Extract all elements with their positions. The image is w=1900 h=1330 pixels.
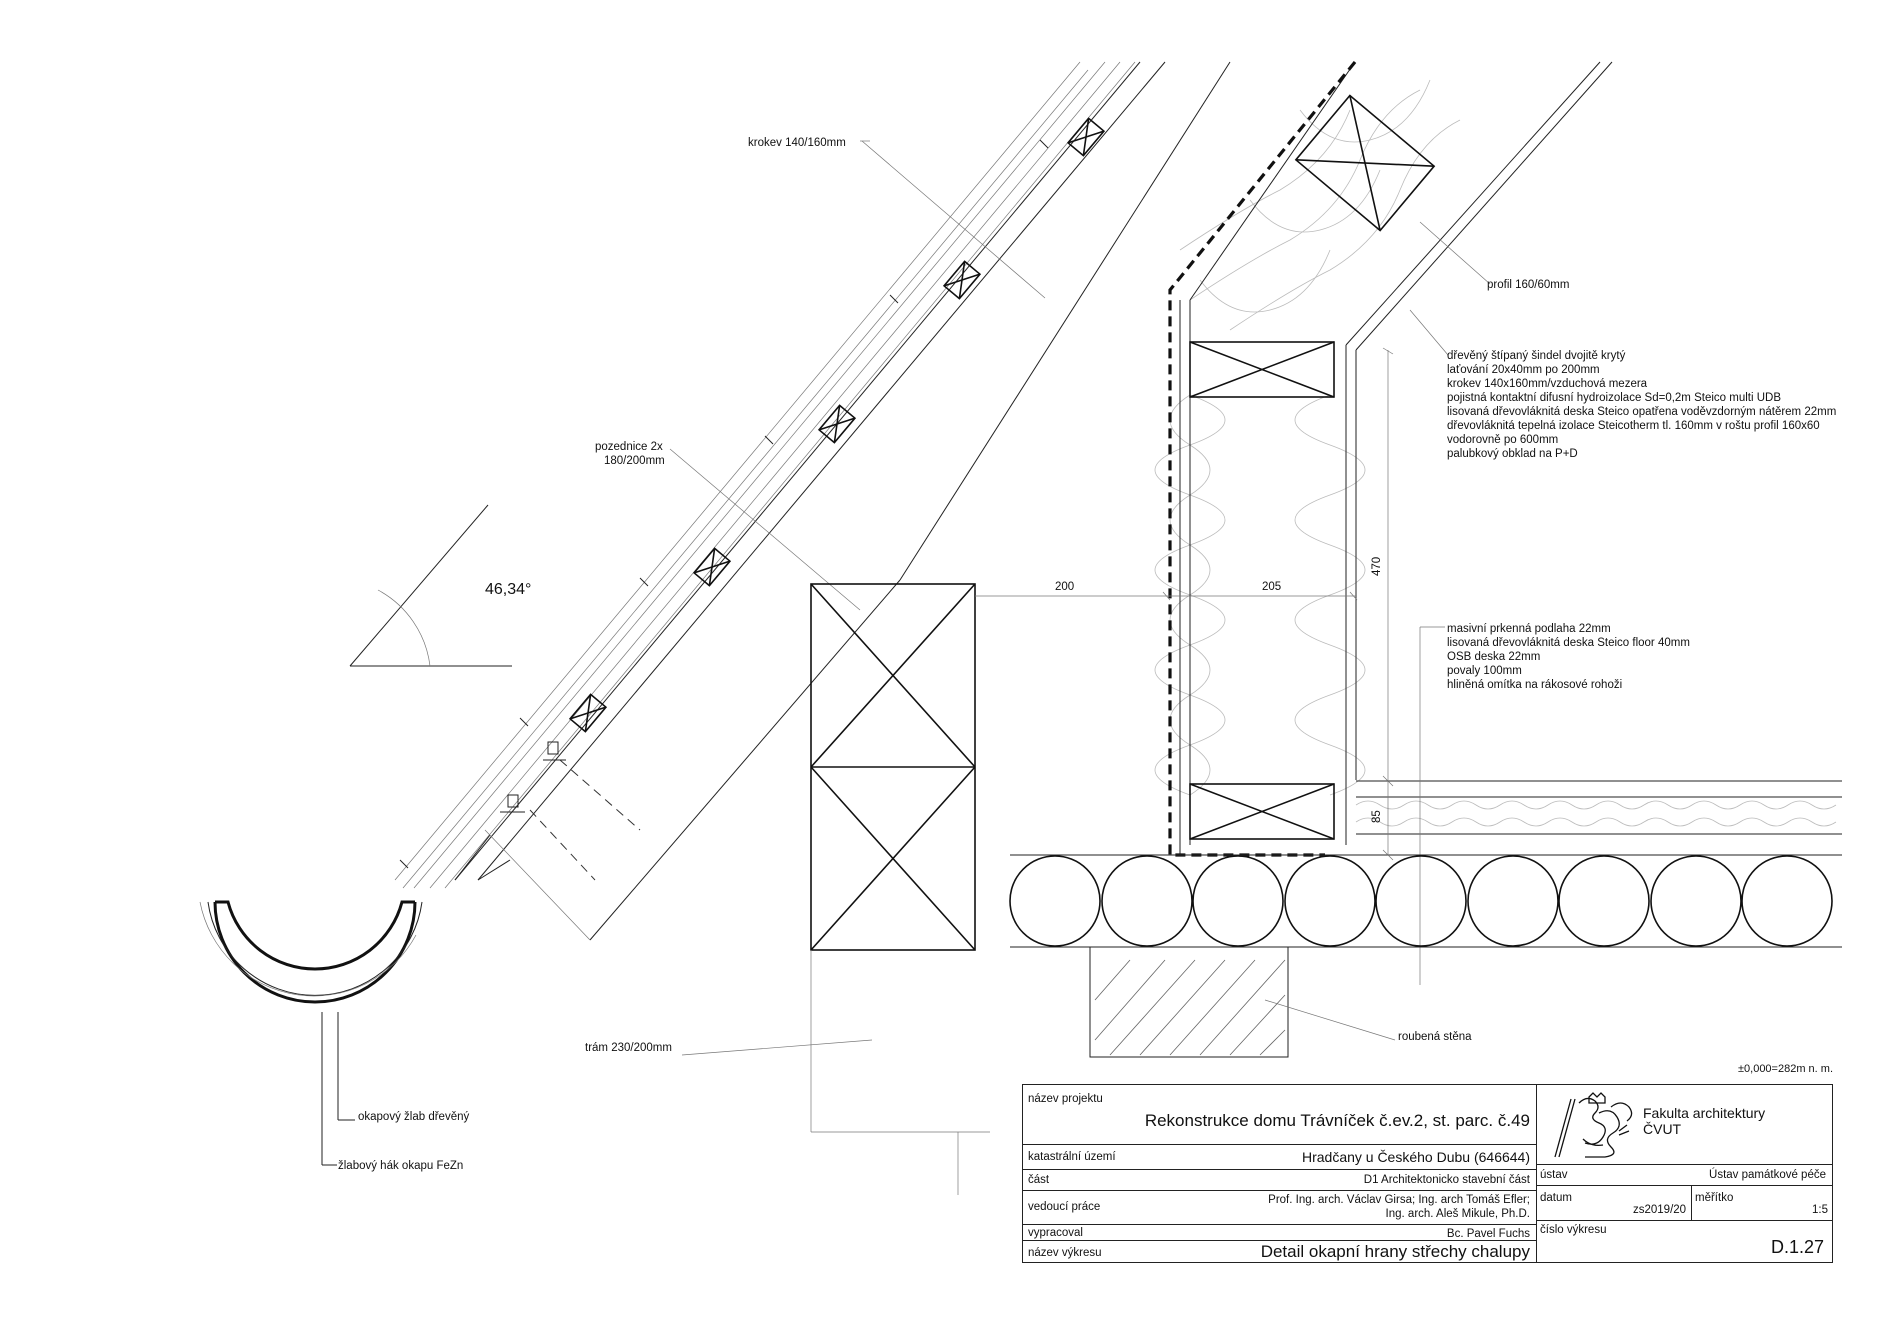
floor-layer-5: hliněná omítka na rákosové rohoži xyxy=(1447,679,1622,691)
row-cadastre: katastrální území Hradčany u Českého Dub… xyxy=(1023,1145,1536,1170)
institute-key: ústav xyxy=(1540,1169,1568,1181)
supervisor-line1: Prof. Ing. arch. Václav Girsa; Ing. arch… xyxy=(1268,1194,1530,1206)
date-value: zs2019/20 xyxy=(1633,1204,1687,1216)
floor-layer-4: povaly 100mm xyxy=(1447,665,1522,677)
floor-layer-2: lisovaná dřevovláknitá deska Steico floo… xyxy=(1447,637,1690,649)
roof-layer-4: pojistná kontaktní difusní hydroizolace … xyxy=(1447,392,1781,404)
cadastre-value: Hradčany u Českého Dubu (646644) xyxy=(1301,1149,1530,1165)
dimension-205: 205 xyxy=(1262,581,1281,593)
roof-slope xyxy=(394,61,1231,941)
row-drawing: název výkresu Detail okapní hrany střech… xyxy=(1023,1241,1536,1262)
faculty-line2: ČVUT xyxy=(1643,1121,1682,1137)
floor-layers-legend: masivní prkenná podlaha 22mm lisovaná dř… xyxy=(1447,623,1690,691)
floor-layer-3: OSB deska 22mm xyxy=(1447,651,1540,663)
row-project: název projektu Rekonstrukce domu Trávníč… xyxy=(1023,1085,1536,1145)
row-date-scale: datum zs2019/20 měřítko 1:5 xyxy=(1537,1186,1832,1221)
institute-value: Ústav památkové péče xyxy=(1709,1169,1826,1181)
label-pozednice-1: pozednice 2x xyxy=(595,441,663,453)
label-tram: trám 230/200mm xyxy=(585,1042,672,1054)
scale-value: 1:5 xyxy=(1812,1204,1828,1216)
roof-layer-3: krokev 140x160mm/vzduchová mezera xyxy=(1447,378,1648,390)
part-key: část xyxy=(1028,1174,1050,1186)
roof-layer-7: vodorovně po 600mm xyxy=(1447,434,1558,446)
drawing-key: název výkresu xyxy=(1028,1247,1102,1259)
roof-angle-indicator: 46,34° xyxy=(349,504,531,667)
number-value: D.1.27 xyxy=(1770,1237,1824,1257)
cadastre-key: katastrální území xyxy=(1028,1151,1116,1163)
annotations: krokev 140/160mm profil 160/60mm pozedni… xyxy=(338,137,1836,1172)
label-roubena-stena: roubená stěna xyxy=(1398,1031,1472,1043)
title-block: název projektu Rekonstrukce domu Trávníč… xyxy=(1022,1084,1833,1263)
dimension-85: 85 xyxy=(1371,810,1383,823)
roof-layers-legend: dřevěný štípaný šindel dvojitě krytý lať… xyxy=(1447,350,1836,460)
dimension-lines: 200 205 470 85 xyxy=(975,347,1394,861)
label-level: ±0,000=282m n. m. xyxy=(1738,1063,1833,1075)
row-drawing-number: číslo výkresu D.1.27 xyxy=(1537,1221,1832,1262)
faculty-block: Fakulta architektury ČVUT xyxy=(1537,1085,1832,1165)
row-supervisor: vedoucí práce Prof. Ing. arch. Václav Gi… xyxy=(1023,1191,1536,1225)
project-value: Rekonstrukce domu Trávníček č.ev.2, st. … xyxy=(1144,1111,1530,1130)
angle-label: 46,34° xyxy=(485,581,531,598)
label-pozednice-2: 180/200mm xyxy=(604,455,665,467)
roof-layer-6: dřevovláknitá tepelná izolace Steicother… xyxy=(1447,420,1820,432)
label-profil: profil 160/60mm xyxy=(1487,279,1569,291)
wall-plate-beams xyxy=(681,583,990,1195)
row-part: část D1 Architektonicko stavební část xyxy=(1023,1170,1536,1191)
scale-key: měřítko xyxy=(1695,1192,1734,1204)
project-key: název projektu xyxy=(1028,1093,1103,1105)
roof-layer-8: palubkový obklad na P+D xyxy=(1447,448,1578,460)
roof-layer-2: laťování 20x40mm po 200mm xyxy=(1447,364,1600,376)
wooden-gutter xyxy=(199,900,423,1166)
row-institute: ústav Ústav památkové péče xyxy=(1537,1165,1832,1186)
date-key: datum xyxy=(1540,1192,1572,1204)
dimension-470: 470 xyxy=(1371,557,1383,576)
faculty-lion-logo-icon xyxy=(1554,1092,1633,1158)
log-wall xyxy=(1009,854,1842,1058)
author-value: Bc. Pavel Fuchs xyxy=(1446,1228,1530,1240)
supervisor-key: vedoucí práce xyxy=(1028,1201,1101,1213)
floor-layer-1: masivní prkenná podlaha 22mm xyxy=(1447,623,1611,635)
faculty-line1: Fakulta architektury xyxy=(1643,1105,1766,1121)
author-key: vypracoval xyxy=(1028,1227,1083,1239)
drawing-value: Detail okapní hrany střechy chalupy xyxy=(1260,1242,1530,1261)
roof-layer-5: lisovaná dřevovláknitá deska Steico opat… xyxy=(1447,406,1836,418)
label-krokev: krokev 140/160mm xyxy=(748,137,846,149)
label-okapovy-zlab: okapový žlab dřevěný xyxy=(358,1111,469,1123)
row-author: vypracoval Bc. Pavel Fuchs xyxy=(1023,1225,1536,1241)
supervisor-line2: Ing. arch. Aleš Mikule, Ph.D. xyxy=(1385,1208,1530,1220)
dimension-200: 200 xyxy=(1055,581,1074,593)
part-value: D1 Architektonicko stavební část xyxy=(1363,1174,1530,1186)
roof-layer-1: dřevěný štípaný šindel dvojitě krytý xyxy=(1447,350,1626,362)
number-key: číslo výkresu xyxy=(1540,1224,1607,1236)
label-zlabovy-hak: žlabový hák okapu FeZn xyxy=(338,1160,463,1172)
